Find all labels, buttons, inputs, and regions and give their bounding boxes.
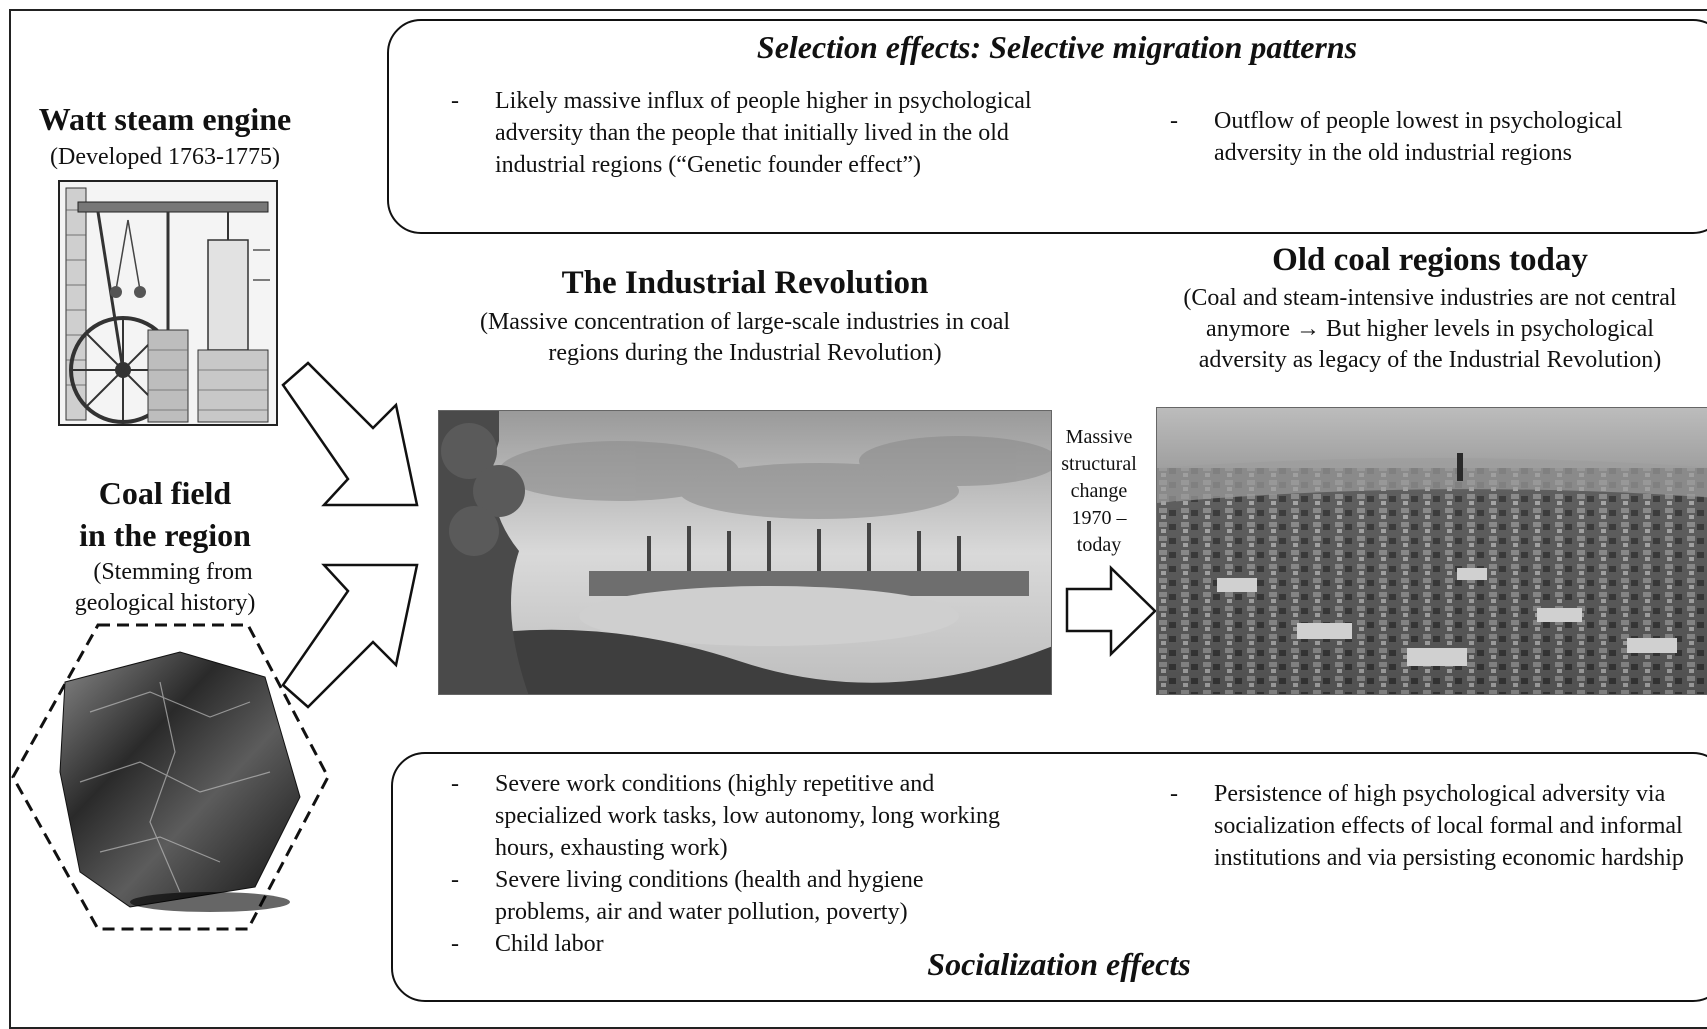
today-title: Old coal regions today [1272,242,1588,278]
coal-title-line1: Coal field [98,475,232,511]
coal-lump-image [11,623,330,931]
structural-change-line5: today [1076,534,1122,556]
socialization-left-list: Severe work conditions (highly repetitiv… [451,768,1011,960]
industrial-revolution-subtitle-line2: regions during the Industrial Revolution… [548,340,942,366]
structural-change-line2: structural [1061,453,1137,475]
selection-effects-title: Selection effects: Selective migration p… [756,29,1358,65]
structural-change-line3: change [1070,480,1128,502]
selection-left-list: Likely massive influx of people higher i… [451,85,1071,181]
industrial-landscape-engraving [438,410,1052,695]
structural-change-line4: 1970 – [1071,507,1127,529]
today-subtitle-line2: anymore → But higher levels in psycholog… [1206,316,1654,342]
socialization-left-bullet-2: Severe living conditions (health and hyg… [451,864,1011,928]
socialization-effects-box: Severe work conditions (highly repetitiv… [391,752,1707,1002]
industrial-revolution-subtitle-line1: (Massive concentration of large-scale in… [479,309,1011,335]
selection-right-bullet: Outflow of people lowest in psychologica… [1170,105,1707,169]
coal-subtitle-line2: geological history) [74,590,256,616]
selection-left-bullet: Likely massive influx of people higher i… [451,85,1071,181]
socialization-left-bullet-3: Child labor [451,928,1011,960]
today-subtitle-line3: adversity as legacy of the Industrial Re… [1198,347,1662,373]
watt-subtitle: (Developed 1763-1775) [50,144,280,170]
selection-right-list: Outflow of people lowest in psychologica… [1170,105,1707,169]
structural-change-text: Massive structural change 1970 – today [1052,424,1146,559]
coal-title-line2: in the region [79,517,251,553]
arrow-revolution-to-today [1065,565,1157,657]
watt-title: Watt steam engine [38,101,292,137]
steam-engine-illustration [58,180,278,426]
socialization-effects-title: Socialization effects [927,946,1191,982]
coal-subtitle-line1: (Stemming from [93,559,253,585]
socialization-left-bullet-1: Severe work conditions (highly repetitiv… [451,768,1011,864]
industrial-revolution-title: The Industrial Revolution [561,265,929,301]
today-subtitle-line1: (Coal and steam-intensive industries are… [1183,285,1677,311]
arrow-coal-to-revolution [281,563,419,709]
selection-effects-box: Selection effects: Selective migration p… [387,19,1707,234]
aerial-city-photo [1156,407,1707,695]
socialization-right-list: Persistence of high psychological advers… [1170,778,1690,874]
arrow-engine-to-revolution [281,361,419,507]
structural-change-line1: Massive [1065,426,1133,448]
socialization-right-bullet: Persistence of high psychological advers… [1170,778,1690,874]
